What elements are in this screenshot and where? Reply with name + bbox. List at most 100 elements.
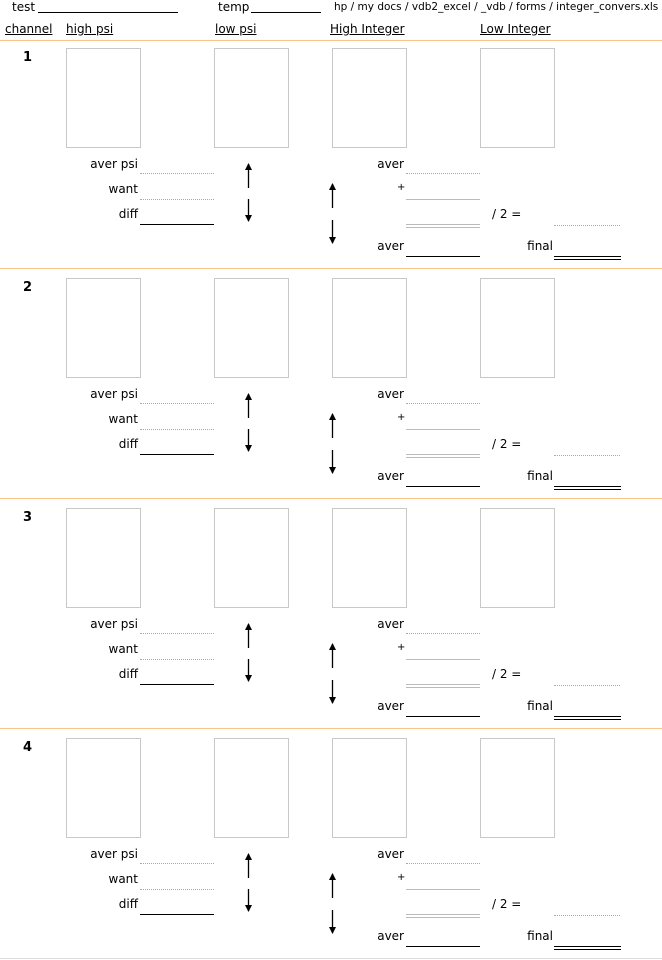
channel-number: 3	[23, 510, 33, 525]
temp-field[interactable]	[251, 12, 321, 13]
sum-field[interactable]	[406, 454, 480, 458]
half-field[interactable]	[554, 455, 620, 456]
channel-number: 2	[23, 280, 33, 295]
high-psi-box[interactable]	[66, 48, 141, 148]
want-label: want	[108, 182, 138, 196]
final-label: final	[527, 239, 553, 253]
high-psi-box[interactable]	[66, 508, 141, 608]
arrow-down-icon	[245, 429, 252, 452]
sum-field[interactable]	[406, 224, 480, 228]
low-aver-field[interactable]	[406, 199, 480, 200]
arrow-down-icon	[245, 199, 252, 222]
high-integer-box[interactable]	[332, 508, 407, 608]
column-low-psi: low psi	[215, 22, 257, 36]
test-label: test	[12, 0, 36, 14]
want-field[interactable]	[140, 889, 214, 890]
channel-section: 4 aver psi want diff aver + / 2 = aver f…	[0, 730, 662, 960]
high-integer-box[interactable]	[332, 48, 407, 148]
final-label: final	[527, 929, 553, 943]
final-field[interactable]	[554, 256, 621, 260]
diff-field[interactable]	[140, 454, 214, 455]
half-field[interactable]	[554, 915, 620, 916]
high-aver-field[interactable]	[406, 633, 480, 634]
aver-result-label: aver	[377, 469, 404, 483]
arrow-up-icon	[329, 413, 336, 438]
sum-field[interactable]	[406, 684, 480, 688]
column-high-integer: High Integer	[330, 22, 405, 36]
arrow-up-icon	[245, 853, 252, 878]
aver-result-field[interactable]	[406, 256, 480, 257]
final-field[interactable]	[554, 946, 621, 950]
low-psi-box[interactable]	[214, 508, 289, 608]
high-integer-box[interactable]	[332, 278, 407, 378]
low-integer-box[interactable]	[480, 48, 555, 148]
final-label: final	[527, 469, 553, 483]
want-field[interactable]	[140, 429, 214, 430]
low-psi-box[interactable]	[214, 738, 289, 838]
aver-label: aver	[377, 387, 404, 401]
low-aver-field[interactable]	[406, 659, 480, 660]
column-channel: channel	[5, 22, 53, 36]
aver-psi-label: aver psi	[90, 617, 138, 631]
channel-number: 1	[23, 50, 33, 65]
divide-by-two-label: / 2 =	[492, 667, 522, 681]
test-field[interactable]	[38, 12, 178, 13]
aver-psi-field[interactable]	[140, 403, 214, 404]
want-label: want	[108, 872, 138, 886]
channel-section: 3 aver psi want diff aver + / 2 = aver f…	[0, 500, 662, 730]
diff-field[interactable]	[140, 914, 214, 915]
aver-result-field[interactable]	[406, 486, 480, 487]
divider	[0, 728, 662, 729]
channel-section: 1 aver psi want diff aver + / 2 = aver f…	[0, 40, 662, 270]
want-field[interactable]	[140, 199, 214, 200]
high-aver-field[interactable]	[406, 173, 480, 174]
final-field[interactable]	[554, 486, 621, 490]
low-integer-box[interactable]	[480, 278, 555, 378]
high-integer-box[interactable]	[332, 738, 407, 838]
low-psi-box[interactable]	[214, 278, 289, 378]
divide-by-two-label: / 2 =	[492, 437, 522, 451]
divider	[0, 498, 662, 499]
divider	[0, 40, 662, 41]
high-aver-field[interactable]	[406, 403, 480, 404]
aver-label: aver	[377, 847, 404, 861]
arrow-up-icon	[329, 183, 336, 208]
aver-psi-label: aver psi	[90, 387, 138, 401]
high-aver-field[interactable]	[406, 863, 480, 864]
diff-field[interactable]	[140, 224, 214, 225]
half-field[interactable]	[554, 225, 620, 226]
low-integer-box[interactable]	[480, 738, 555, 838]
arrow-up-icon	[245, 393, 252, 418]
aver-psi-field[interactable]	[140, 633, 214, 634]
sum-field[interactable]	[406, 914, 480, 918]
aver-psi-label: aver psi	[90, 157, 138, 171]
arrow-up-icon	[329, 873, 336, 898]
half-field[interactable]	[554, 685, 620, 686]
aver-psi-field[interactable]	[140, 863, 214, 864]
low-aver-field[interactable]	[406, 429, 480, 430]
column-low-integer: Low Integer	[480, 22, 551, 36]
divide-by-two-label: / 2 =	[492, 897, 522, 911]
final-field[interactable]	[554, 716, 621, 720]
low-psi-box[interactable]	[214, 48, 289, 148]
high-psi-box[interactable]	[66, 278, 141, 378]
aver-label: aver	[377, 617, 404, 631]
diff-field[interactable]	[140, 684, 214, 685]
divider	[0, 958, 662, 959]
file-path: hp / my docs / vdb2_excel / _vdb / forms…	[334, 1, 659, 13]
temp-label: temp	[218, 0, 250, 14]
aver-psi-field[interactable]	[140, 173, 214, 174]
channel-section: 2 aver psi want diff aver + / 2 = aver f…	[0, 270, 662, 500]
plus-label: +	[397, 642, 406, 653]
aver-result-field[interactable]	[406, 716, 480, 717]
low-integer-box[interactable]	[480, 508, 555, 608]
diff-label: diff	[118, 437, 138, 451]
aver-result-field[interactable]	[406, 946, 480, 947]
low-aver-field[interactable]	[406, 889, 480, 890]
want-field[interactable]	[140, 659, 214, 660]
want-label: want	[108, 642, 138, 656]
arrow-up-icon	[245, 163, 252, 188]
diff-label: diff	[118, 667, 138, 681]
high-psi-box[interactable]	[66, 738, 141, 838]
want-label: want	[108, 412, 138, 426]
